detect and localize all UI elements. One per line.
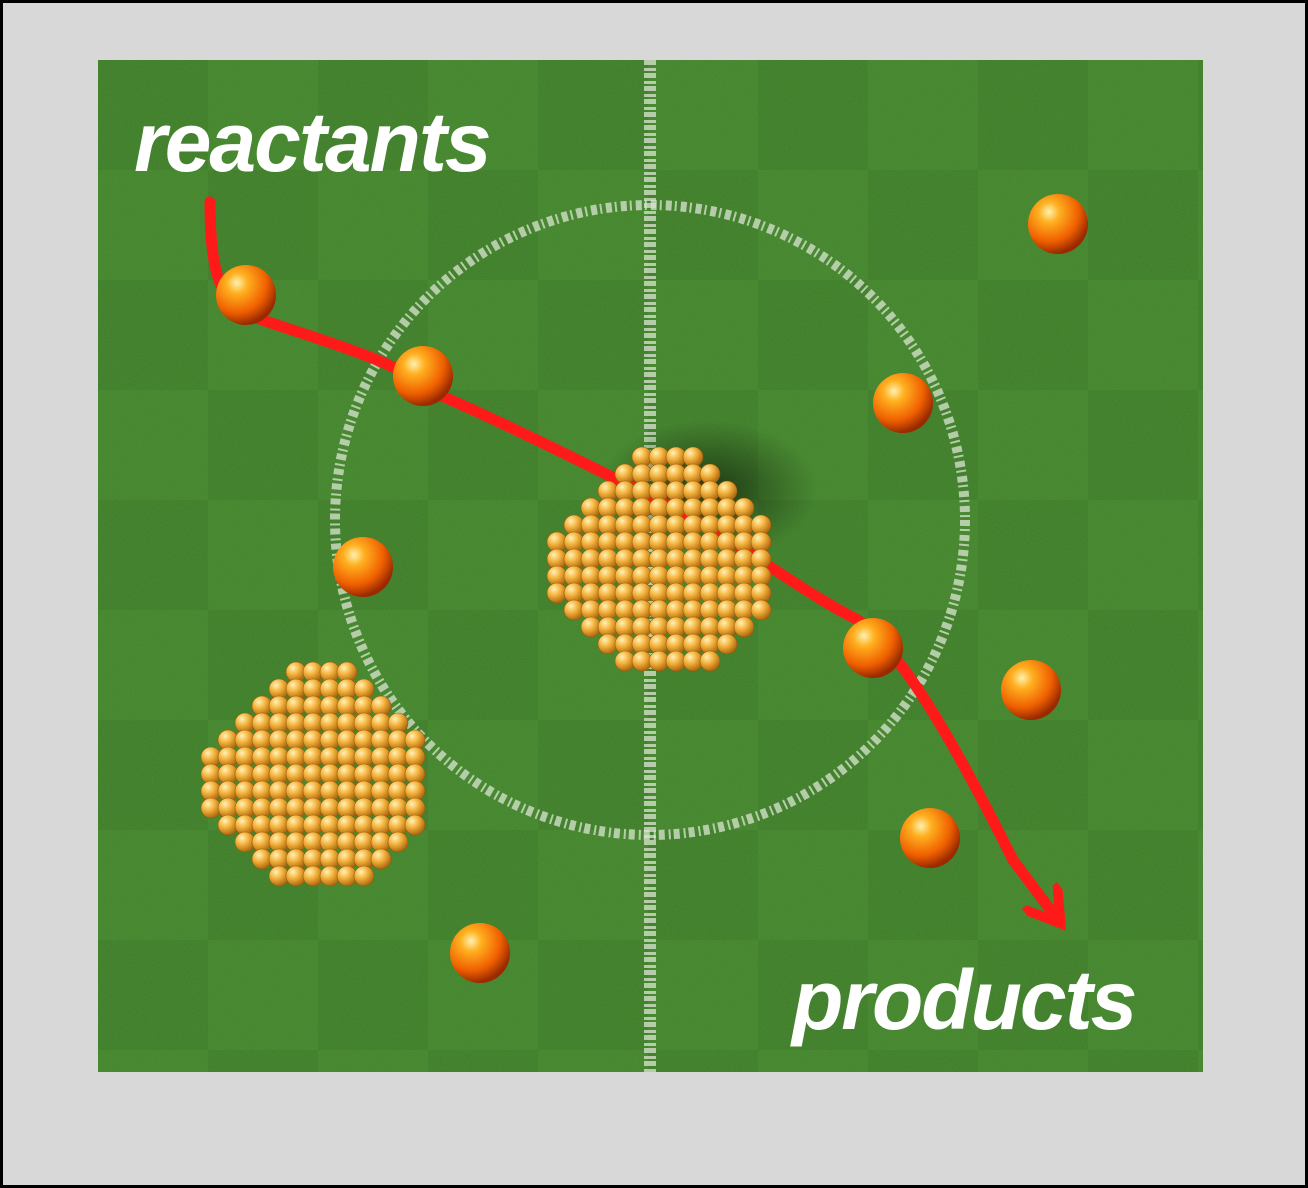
reactants-label: reactants [134, 95, 492, 189]
atom [387, 831, 409, 853]
atom [404, 814, 426, 836]
molecule-sphere-icon [393, 346, 453, 406]
grass-texture [98, 60, 1203, 1072]
nanoparticle-left [200, 661, 426, 887]
atom [750, 599, 772, 621]
pitch-markings [330, 60, 970, 1072]
molecules [216, 194, 1088, 983]
field-illustration [98, 60, 1203, 1072]
products-label: products [792, 953, 1137, 1047]
molecule-sphere-icon [843, 618, 903, 678]
molecule-sphere-icon [1001, 660, 1061, 720]
atom [733, 616, 755, 638]
molecule-sphere-icon [450, 923, 510, 983]
soccer-field [98, 60, 1203, 1072]
atom [353, 865, 375, 887]
molecule-sphere-icon [1028, 194, 1088, 254]
molecule-sphere-icon [900, 808, 960, 868]
molecule-sphere-icon [333, 537, 393, 597]
nanoparticle-center [546, 446, 772, 672]
center-circle [330, 200, 970, 840]
atom [699, 650, 721, 672]
atom [370, 848, 392, 870]
molecule-sphere-icon [873, 373, 933, 433]
molecule-sphere-icon [216, 265, 276, 325]
atom [716, 633, 738, 655]
